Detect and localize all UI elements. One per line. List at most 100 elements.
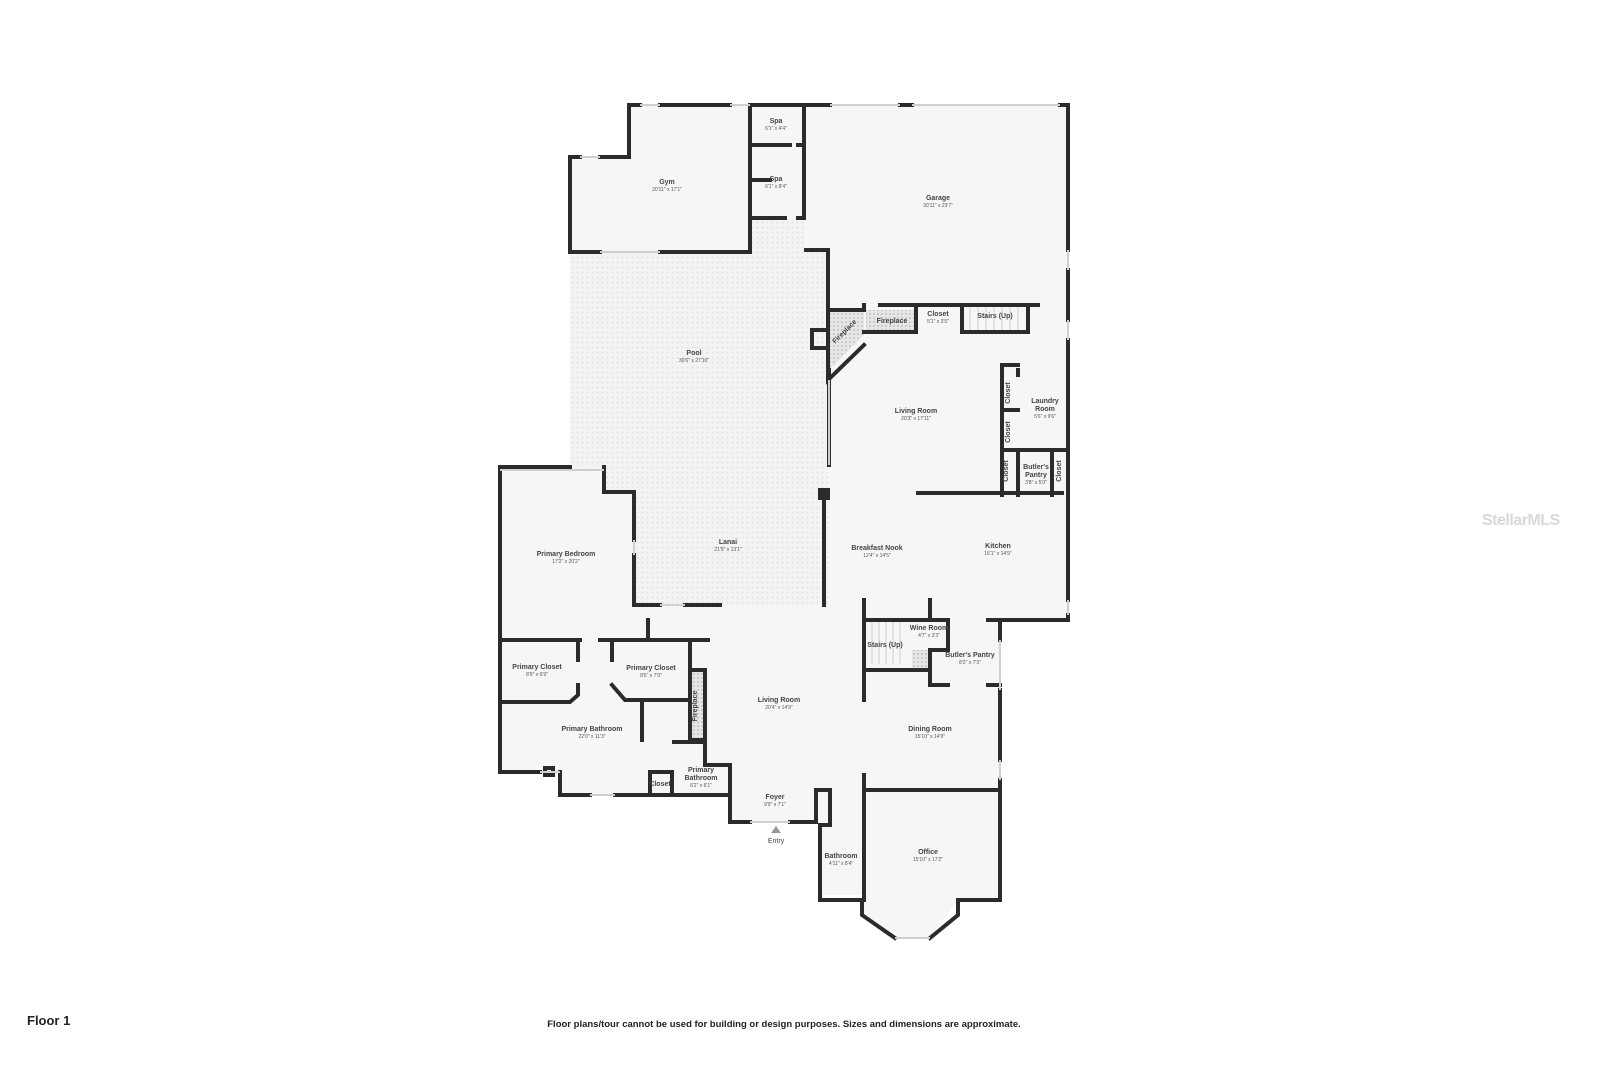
room-dimensions: 22'0" x 11'3" [578,734,605,740]
room-name: Pool [686,350,701,357]
room-name: Office [918,849,938,856]
room-name: Wine Room [910,625,948,632]
room-label: Fireplace [877,318,908,325]
room-name: Spa [770,176,783,183]
room-dimensions: 8'9" x 6'9" [526,672,548,678]
room-name: Gym [659,179,675,186]
room-name: Primary Bedroom [537,551,596,558]
room-name: Garage [926,195,950,202]
room-name: Primary Closet [512,664,562,671]
room-name: Primary [688,767,714,774]
room-dimensions: 4'11" x 8'4" [829,861,853,867]
room-label: Fireplace [692,691,699,722]
fireplace-hatch [690,670,705,740]
room-name: Living Room [758,697,800,704]
room-name: Bathroom [684,775,717,782]
room-dimensions: 8'6" x 7'0" [640,673,662,679]
room-name: Fireplace [877,318,908,325]
room-label: Closet [1056,460,1063,482]
room-name: Primary Bathroom [561,726,622,733]
watermark-logo: StellarMLS [1482,512,1560,529]
room-dimensions: 6'1" x 8'4" [765,184,787,190]
room-dimensions: 30'6" x 27'10" [679,358,709,364]
room-name: Closet [649,781,671,788]
walls [498,103,1070,941]
room-name: Closet [1005,382,1012,404]
room-name: Butler's Pantry [945,652,995,659]
room-dimensions: 21'9" x 13'1" [714,547,742,553]
room-dimensions: 16'1" x 14'9" [984,551,1012,557]
room-name: Butler's [1023,464,1049,471]
room-dimensions: 20'11" x 17'1" [652,187,682,193]
room-name: Closet [1056,460,1063,482]
room-label: Closet [1003,460,1010,482]
room-name: Spa [770,118,783,125]
room-name: Breakfast Nook [851,545,902,552]
room-dimensions: 17'2" x 20'2" [552,559,580,565]
floor-label: Floor 1 [27,1013,71,1028]
room-name: Closet [1005,421,1012,443]
room-dimensions: 8'2" x 7'3" [959,660,981,666]
fireplace-hatch [912,650,928,670]
room-dimensions: 5'1" x 3'5" [927,319,949,325]
fireplace-hatch [829,310,864,370]
room-name: Stairs (Up) [867,642,902,649]
room-name: Lanai [719,539,737,546]
room-label: Stairs (Up) [977,313,1012,320]
room-label: Closet [1005,421,1012,443]
fireplace-hatch [866,310,916,332]
room-name: Fireplace [692,691,699,722]
room-name: Bathroom [824,853,857,860]
room-dimensions: 6'2" x 6'1" [690,783,712,789]
room-name: Dining Room [908,726,952,733]
windows [500,104,1069,939]
room-name: Primary Closet [626,665,676,672]
room-name: Living Room [895,408,937,415]
room-dimensions: 30'11" x 23'7" [923,203,953,209]
room-dimensions: 15'10" x 17'2" [913,857,943,863]
entry-arrow-icon [771,826,781,833]
room-label: Stairs (Up) [867,642,902,649]
room-dimensions: 15'10" x 14'9" [915,734,945,740]
stairs-lines [871,306,1019,664]
room-label: Closet [649,781,671,788]
room-name: Kitchen [985,543,1011,550]
room-name: Closet [1003,460,1010,482]
entry-label: Entry [768,838,785,845]
room-label: Closet [1005,382,1012,404]
room-dimensions: 20'3" x 17'11" [901,416,931,422]
room-name: Room [1035,406,1055,413]
room-name: Laundry [1031,398,1059,405]
room-dimensions: 3'8" x 5'0" [1025,480,1047,486]
room-dimensions: 12'4" x 14'5" [863,553,891,559]
room-name: Foyer [765,794,784,801]
room-name: Pantry [1025,472,1047,479]
room-name: Stairs (Up) [977,313,1012,320]
room-dimensions: 6'1" x 4'4" [765,126,787,132]
room-dimensions: 9'9" x 7'1" [764,802,786,808]
